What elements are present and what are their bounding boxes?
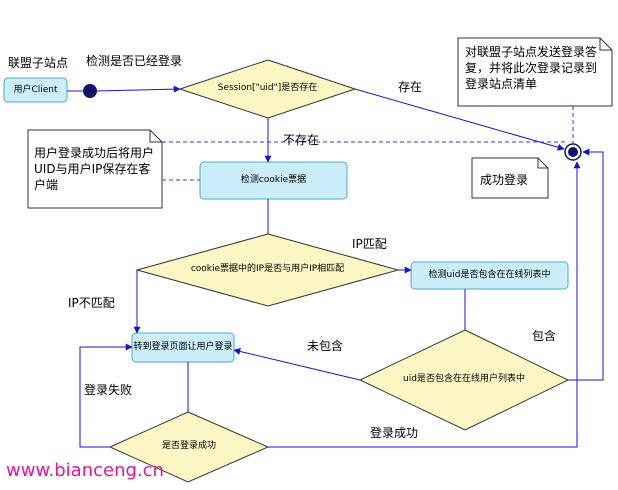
start-point <box>83 84 97 98</box>
flow-dot-to-session <box>96 85 181 93</box>
label-alliance-site: 联盟子站点 <box>8 56 69 70</box>
label-contained: 包含 <box>532 329 557 343</box>
flow-login-failed <box>79 343 133 448</box>
flow-login-succeeded <box>268 161 581 448</box>
check-cookie-node-label: 检测cookie票据 <box>240 175 307 185</box>
ip-match-label: cookie票据中的IP是否与用户IP相匹配 <box>190 264 345 274</box>
watermark-text: www.bianceng.cn <box>6 460 164 481</box>
label-exists: 存在 <box>398 80 423 94</box>
check-uid-node <box>410 261 569 290</box>
uid-in-list-decision <box>358 329 570 431</box>
flow-session-exists <box>354 88 565 151</box>
login-success-decision <box>108 411 270 483</box>
session-exists-label: Session["uid"]是否存在 <box>217 83 318 93</box>
goto-login-node-label: 转到登录页面让用户登录 <box>133 342 233 352</box>
label-login-succeeded: 登录成功 <box>370 426 419 440</box>
reply-note-shape <box>457 37 613 107</box>
label-not-exists: 不存在 <box>283 133 320 147</box>
flow-not-contained <box>233 348 361 381</box>
success-note-text: 成功登录 <box>480 173 529 187</box>
check-uid-node-label: 检测uid是否包含在在线列表中 <box>428 270 551 280</box>
reply-note-text: 对联盟子站点发送登录答复，并将此次登录记录到登录站点清单 <box>465 45 598 91</box>
label-not-contained: 未包含 <box>307 339 344 353</box>
flow-contained <box>568 148 604 381</box>
label-ip-not-matched: IP不匹配 <box>68 296 115 310</box>
client-node <box>3 77 68 103</box>
save-cookie-note-shape <box>27 129 163 209</box>
uid-in-list-label: uid是否包含在在线用户列表中 <box>403 374 525 384</box>
label-login-failed: 登录失败 <box>84 383 133 397</box>
success-note-shape <box>471 157 549 199</box>
label-ip-matched: IP匹配 <box>352 237 387 251</box>
ip-match-decision <box>135 233 400 307</box>
label-check-logged-in: 检测是否已经登录 <box>86 54 183 68</box>
save-cookie-note-text: 用户登录成功后将用户UID与用户IP保存在客户端 <box>34 146 155 192</box>
client-node-label: 用户Client <box>13 85 58 95</box>
end-point <box>568 147 578 157</box>
login-success-label: 是否登录成功 <box>161 441 216 451</box>
